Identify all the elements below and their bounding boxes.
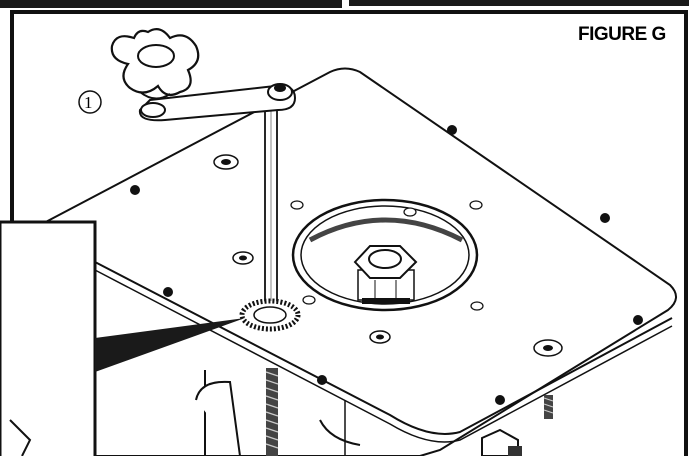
zoom-inset (0, 220, 97, 456)
callout-number: 1 (84, 93, 93, 112)
star-knob (110, 27, 200, 100)
threaded-rod (265, 368, 279, 456)
figure-label: FIGURE G (578, 24, 666, 45)
lift-rod (264, 99, 278, 309)
zoom-leader (95, 318, 245, 372)
plate-screws (130, 125, 643, 405)
rod-washer (239, 298, 301, 332)
header-bar-right (349, 0, 689, 6)
header-bar-left (0, 0, 342, 8)
leveling-holes (213, 154, 563, 357)
threaded-stud (543, 395, 554, 419)
callout-1: 1 (78, 90, 102, 114)
plate-edge (94, 261, 673, 435)
crank-handle (138, 83, 297, 122)
clamp-part (481, 428, 522, 456)
collet-nut (353, 245, 418, 304)
router-body (195, 370, 361, 456)
